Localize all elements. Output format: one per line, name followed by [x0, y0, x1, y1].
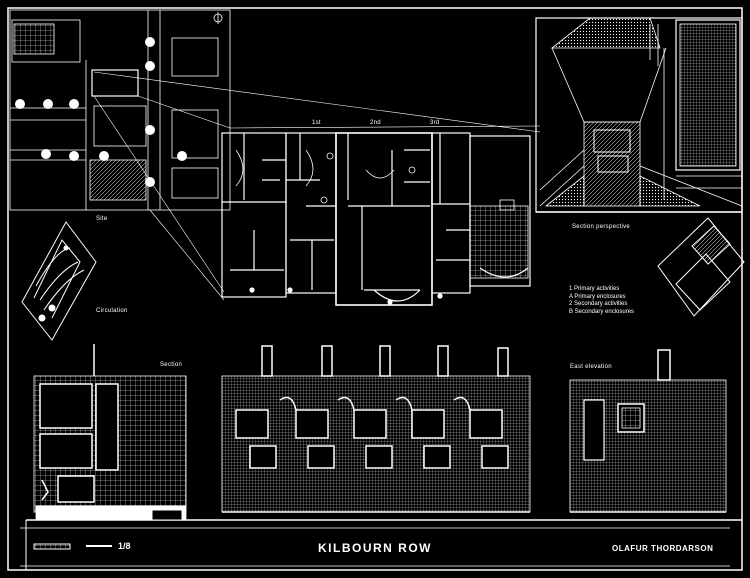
front-elevation — [221, 345, 531, 513]
label-floor-3: 3rd — [430, 120, 440, 126]
zoning-diagram — [657, 217, 745, 317]
site-plan — [9, 9, 231, 211]
circulation-diagram — [21, 221, 97, 341]
scale-label: 1/8 — [118, 541, 131, 551]
outer-frame — [7, 7, 743, 571]
label-floor-1: 1st — [312, 120, 321, 126]
author-name: OLAFUR THORDARSON — [612, 544, 714, 553]
legend-item: 2 Secondary activities — [569, 301, 628, 307]
east-elevation — [569, 349, 727, 513]
floor-plans — [221, 132, 531, 306]
legend-item: A Primary enclosures — [569, 293, 626, 300]
label-circulation: Circulation — [96, 308, 128, 314]
label-east-elevation: East elevation — [570, 364, 612, 370]
legend: 1 Primary activities A Primary enclosure… — [569, 286, 634, 316]
label-site: Site — [96, 216, 108, 222]
drawing-title: KILBOURN ROW — [318, 541, 432, 555]
section-perspective — [535, 17, 743, 213]
legend-item: 1 Primary activities — [569, 286, 620, 292]
scale-bar — [33, 543, 112, 550]
building-section — [33, 344, 187, 521]
label-section-perspective: Section perspective — [572, 224, 631, 230]
label-section: Section — [160, 362, 183, 368]
label-floor-2: 2nd — [370, 120, 381, 126]
legend-item: B Secondary enclosures — [569, 308, 635, 315]
